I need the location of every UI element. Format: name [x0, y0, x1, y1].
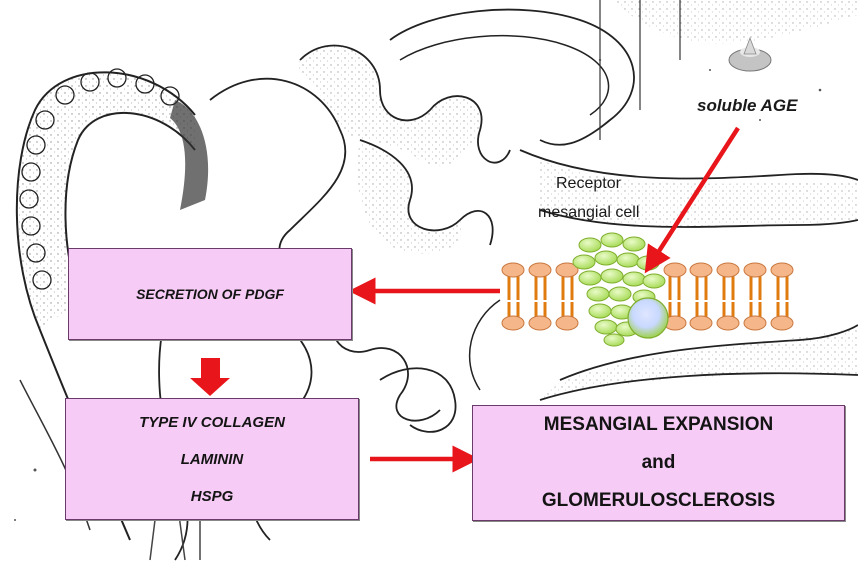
- receptor-label: Receptor: [556, 175, 621, 193]
- arrow-pdgf-to-matrix: [190, 358, 230, 396]
- mesangial-cell-label: mesangial cell: [538, 204, 639, 222]
- pdgf-secretion-box: SECRETION OF PDGF: [68, 248, 352, 340]
- matrix-proteins-box: TYPE IV COLLAGEN LAMININ HSPG: [65, 398, 359, 520]
- pdgf-secretion-text: SECRETION OF PDGF: [136, 286, 284, 302]
- and-text: and: [642, 452, 676, 474]
- laminin-text: LAMININ: [181, 451, 244, 468]
- soluble-age-label: soluble AGE: [697, 96, 797, 116]
- mesangial-expansion-box: MESANGIAL EXPANSION and GLOMERULOSCLEROS…: [472, 405, 845, 521]
- mesangial-expansion-text: MESANGIAL EXPANSION: [544, 414, 773, 436]
- ligand-bound-receptor: [628, 298, 668, 338]
- hspg-text: HSPG: [191, 488, 234, 505]
- collagen-text: TYPE IV COLLAGEN: [139, 414, 285, 431]
- glomerulosclerosis-text: GLOMERULOSCLEROSIS: [542, 490, 775, 512]
